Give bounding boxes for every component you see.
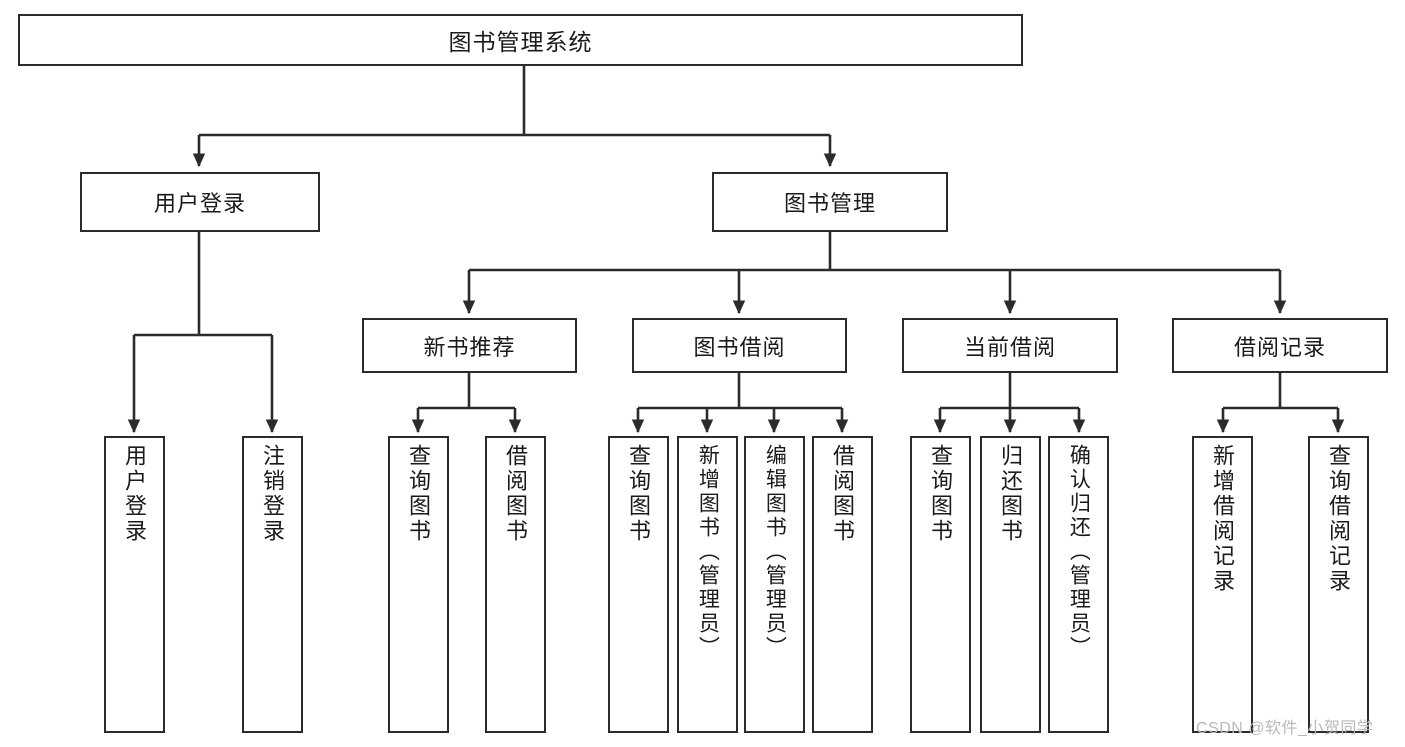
node-label: 用户登录 xyxy=(153,191,246,216)
node-label: 图书借阅 xyxy=(693,334,786,360)
node-book-borrow[interactable]: 图书借阅 xyxy=(632,318,847,373)
leaf-borrow-edit-book-admin[interactable]: 编辑图书（管理员） xyxy=(744,436,805,733)
leaf-user-logout[interactable]: 注销登录 xyxy=(242,436,303,733)
node-label: 新增借阅记录 xyxy=(1210,444,1236,594)
node-label: 新书推荐 xyxy=(423,334,516,360)
leaf-recommend-borrow-book[interactable]: 借阅图书 xyxy=(485,436,546,733)
node-root-system[interactable]: 图书管理系统 xyxy=(18,14,1023,66)
leaf-borrow-query-book[interactable]: 查询图书 xyxy=(608,436,669,733)
leaf-user-login[interactable]: 用户登录 xyxy=(104,436,165,733)
node-new-book-recommend[interactable]: 新书推荐 xyxy=(362,318,577,373)
node-label: 借阅图书 xyxy=(503,444,529,544)
node-borrow-record[interactable]: 借阅记录 xyxy=(1172,318,1388,373)
node-current-borrow[interactable]: 当前借阅 xyxy=(902,318,1118,373)
leaf-borrow-add-book-admin[interactable]: 新增图书（管理员） xyxy=(677,436,738,733)
node-user-login[interactable]: 用户登录 xyxy=(80,172,320,232)
node-label: 编辑图书（管理员） xyxy=(763,444,787,660)
node-label: 借阅记录 xyxy=(1233,334,1326,360)
node-label: 查询图书 xyxy=(626,444,652,544)
leaf-current-return-book[interactable]: 归还图书 xyxy=(980,436,1041,733)
leaf-borrow-borrow-book[interactable]: 借阅图书 xyxy=(812,436,873,733)
node-label: 确认归还（管理员） xyxy=(1067,444,1091,660)
node-label: 查询借阅记录 xyxy=(1326,444,1352,594)
node-label: 查询图书 xyxy=(406,444,432,544)
node-label: 新增图书（管理员） xyxy=(696,444,720,660)
leaf-record-add-borrow-record[interactable]: 新增借阅记录 xyxy=(1192,436,1253,733)
leaf-record-query-borrow-record[interactable]: 查询借阅记录 xyxy=(1308,436,1369,733)
csdn-watermark: CSDN @软件_小贺同学 xyxy=(1196,720,1374,737)
node-label: 当前借阅 xyxy=(963,334,1056,360)
leaf-recommend-query-book[interactable]: 查询图书 xyxy=(388,436,449,733)
node-label: 图书管理 xyxy=(783,191,876,216)
leaf-current-query-book[interactable]: 查询图书 xyxy=(910,436,971,733)
node-label: 注销登录 xyxy=(260,444,286,544)
node-label: 用户登录 xyxy=(122,444,148,544)
node-label: 借阅图书 xyxy=(830,444,856,544)
node-book-management[interactable]: 图书管理 xyxy=(712,172,948,232)
leaf-current-confirm-return-admin[interactable]: 确认归还（管理员） xyxy=(1048,436,1109,733)
node-label: 查询图书 xyxy=(928,444,954,544)
node-label: 归还图书 xyxy=(998,444,1024,544)
node-label: 图书管理系统 xyxy=(448,29,593,55)
